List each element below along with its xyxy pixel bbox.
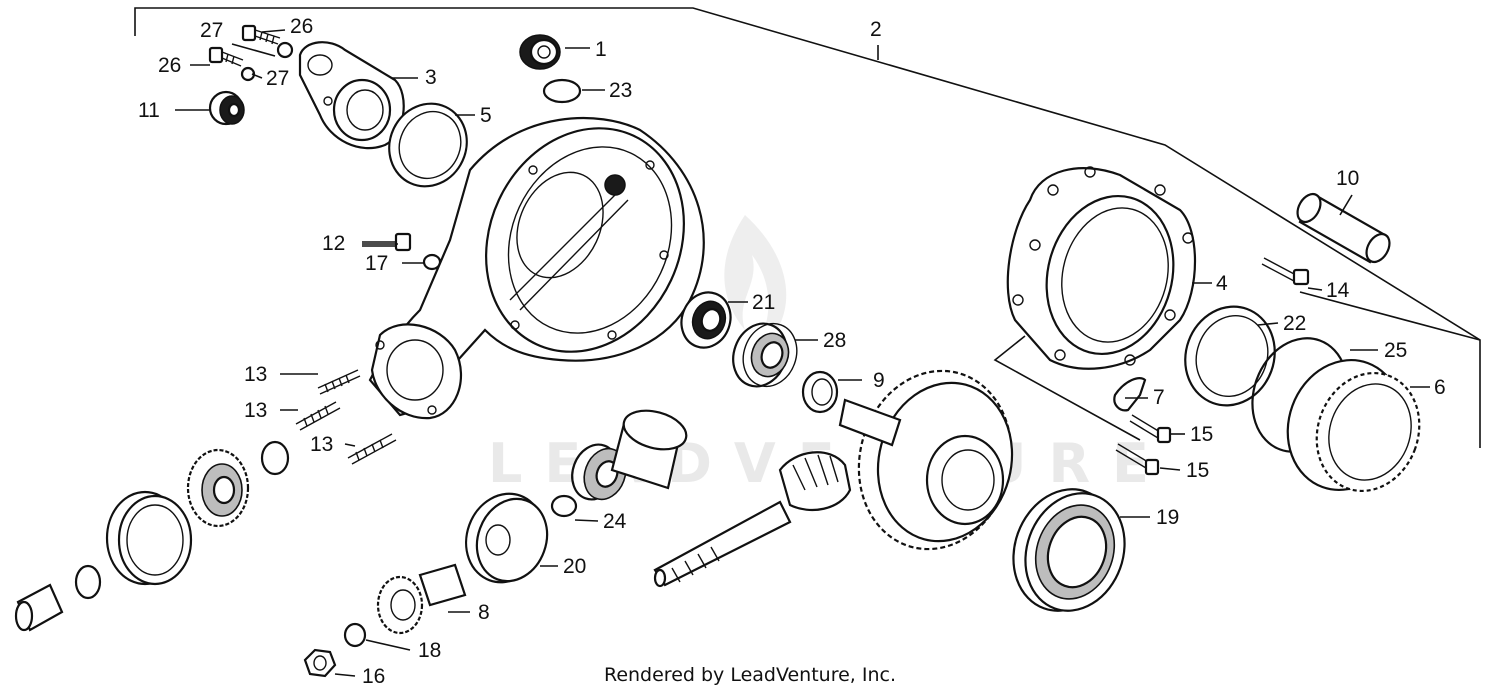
callout-15-upper: 15 (1190, 423, 1213, 446)
callout-22: 22 (1283, 312, 1306, 335)
callout-21: 21 (752, 291, 775, 314)
left-outer-race (105, 490, 193, 586)
part-12-bolt (362, 232, 412, 252)
bracket-branch (1299, 291, 1481, 341)
part-16-nut (303, 648, 337, 678)
callout-27-upper: 27 (200, 19, 223, 42)
left-shim (260, 440, 290, 476)
callout-6: 6 (1434, 376, 1446, 399)
left-washer (74, 564, 102, 600)
part-4-case-cover (1006, 166, 1197, 370)
callout-26-lower: 26 (158, 54, 181, 77)
part-15-bolt-lower (1115, 443, 1160, 476)
part-8-pinion-gear (376, 563, 467, 635)
part-21-oil-seal (680, 291, 732, 349)
part-27-washer-upper (276, 41, 294, 59)
callout-12: 12 (322, 232, 345, 255)
callout-3: 3 (425, 66, 437, 89)
callout-7: 7 (1153, 386, 1165, 409)
driven-ring-gear (838, 369, 1014, 551)
part-26-bolt-upper (241, 24, 281, 45)
callout-20: 20 (563, 555, 586, 578)
callout-18: 18 (418, 639, 441, 662)
assembly-bracket (134, 7, 1481, 448)
callout-5: 5 (480, 104, 492, 127)
left-gear-bearing (186, 448, 250, 528)
callout-13-upper: 13 (244, 363, 267, 386)
callout-2: 2 (870, 18, 882, 41)
part-13-stud-middle (295, 401, 341, 431)
part-9-shim (801, 370, 839, 414)
callout-28: 28 (823, 329, 846, 352)
part-18-washer (343, 622, 367, 648)
callout-4: 4 (1216, 272, 1228, 295)
callout-13-lower: 13 (310, 433, 333, 456)
callout-16: 16 (362, 665, 385, 688)
part-13-stud-upper (317, 369, 361, 395)
part-28-bearing (732, 322, 798, 388)
part-5-seal-ring (388, 102, 468, 188)
callout-19: 19 (1156, 506, 1179, 529)
callout-15-lower: 15 (1186, 459, 1209, 482)
part-1-oil-seal (519, 34, 561, 70)
part-20-shim (465, 492, 549, 584)
callout-27-lower: 27 (266, 67, 289, 90)
callout-9: 9 (873, 369, 885, 392)
callout-17: 17 (365, 252, 388, 275)
pinion-shaft (653, 451, 852, 588)
part-13-stud-lower (347, 433, 397, 465)
part-6-ring-gear (1286, 358, 1421, 493)
callout-23: 23 (609, 79, 632, 102)
callout-25: 25 (1384, 339, 1407, 362)
callout-24: 24 (603, 510, 627, 533)
callout-13-middle: 13 (244, 399, 267, 422)
final-gear-case (368, 117, 705, 420)
part-24-circlip (550, 494, 578, 518)
callout-14: 14 (1326, 279, 1350, 302)
part-26-bolt-lower (208, 46, 244, 67)
callout-26-upper: 26 (290, 15, 313, 38)
part-7-stopper (1113, 377, 1147, 412)
bracket-branch-cover (993, 335, 1141, 441)
part-14-bolt (1261, 257, 1310, 286)
part-23-o-ring (542, 78, 582, 104)
callout-11: 11 (138, 99, 160, 122)
callout-8: 8 (478, 601, 490, 624)
part-15-bolt-upper (1129, 414, 1172, 444)
footer-credit: Rendered by LeadVenture, Inc. (603, 664, 897, 686)
part-22-oil-seal (1184, 305, 1276, 407)
bearing-outer-race (610, 409, 688, 490)
left-collar (14, 583, 64, 632)
part-11-small-bearing (208, 90, 245, 126)
part-10-sleeve (1296, 192, 1391, 264)
part-3-bearing-holder (298, 41, 405, 150)
callout-1: 1 (595, 38, 607, 61)
callout-10: 10 (1336, 167, 1359, 190)
part-19-bearing (1012, 488, 1126, 612)
